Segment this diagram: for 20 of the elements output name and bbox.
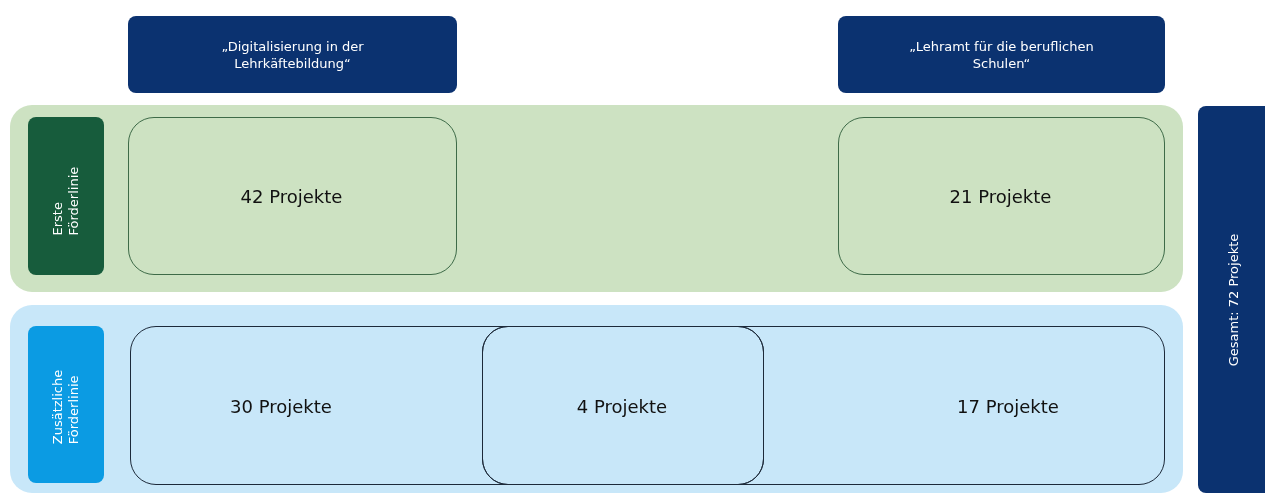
project-count: 17 Projekte [956, 395, 1060, 416]
project-count: 30 Projekte [229, 395, 333, 416]
band-background [10, 105, 1183, 292]
title-box [128, 16, 457, 93]
title-text: „Digitalisierung in der Lehrkäftebildung“ [220, 37, 365, 72]
vertical-label: Erste Förderlinie [50, 165, 82, 236]
side-label-box [28, 326, 104, 483]
project-count: 42 Projekte [239, 185, 344, 207]
side-label-box [1198, 106, 1265, 493]
project-box [128, 117, 457, 275]
project-count: 4 Projekte [575, 395, 669, 416]
vertical-label: Zusätzliche Förderlinie [50, 368, 82, 444]
side-label-box [28, 117, 104, 275]
vertical-label: Gesamt: 72 Projekte [1226, 233, 1242, 366]
project-box [482, 326, 764, 485]
project-count: 21 Projekte [948, 185, 1053, 207]
band-background [10, 305, 1183, 493]
title-text: „Lehramt für die beruflichen Schulen“ [908, 37, 1095, 72]
project-box [838, 117, 1165, 275]
title-box [838, 16, 1165, 93]
